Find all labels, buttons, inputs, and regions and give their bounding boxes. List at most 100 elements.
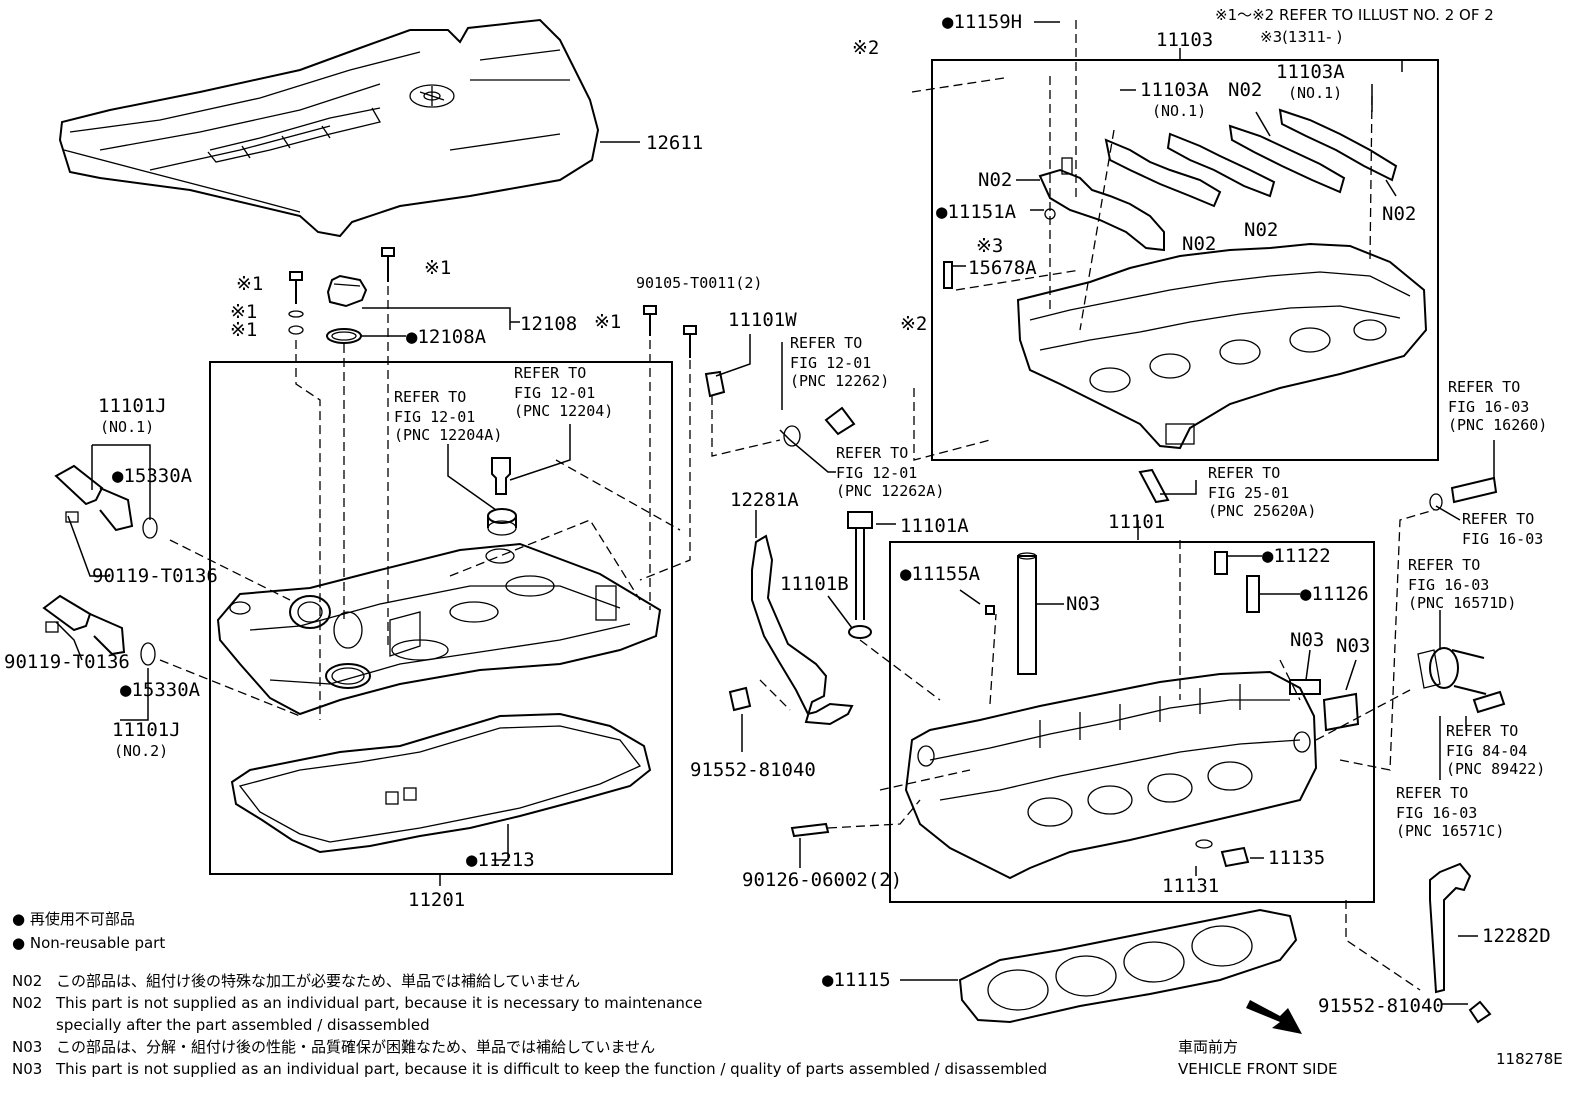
label-11135: 11135	[1268, 847, 1325, 869]
cylinder-head	[904, 670, 1318, 880]
label-n03-c: N03	[1336, 635, 1370, 657]
label-11103A-a: 11103A	[1140, 79, 1209, 101]
valve-cover	[216, 542, 662, 716]
mark-1d: ※1	[424, 257, 451, 279]
valve-cover-gasket	[230, 712, 652, 854]
ref-16260-l2: FIG 16-03	[1448, 398, 1529, 416]
label-11101J-2: 11101J	[112, 719, 181, 741]
ref-12262A-l1: REFER TO	[836, 444, 908, 462]
label-n02-a: N02	[1228, 79, 1262, 101]
label-11101A: 11101A	[900, 515, 969, 537]
engine-hanger-rear	[728, 534, 854, 726]
n03-code-en: N03	[12, 1060, 42, 1078]
ref-89422-l3: (PNC 89422)	[1446, 760, 1545, 778]
bolts-left	[288, 247, 697, 358]
label-11155A: ●11155A	[900, 563, 981, 585]
label-11159H: ●11159H	[942, 11, 1022, 33]
label-11103A-a-sub: (NO.1)	[1152, 102, 1206, 120]
label-n02-e: N02	[1244, 219, 1278, 241]
ref-12204A-l2: FIG 12-01	[394, 408, 475, 426]
valve-guides-and-stems	[985, 551, 1360, 868]
illustration-number: 118278E	[1496, 1050, 1563, 1068]
label-91552-2: 91552-81040	[1318, 995, 1444, 1017]
label-11101J-1: 11101J	[98, 395, 167, 417]
label-11103A-b: 11103A	[1276, 61, 1345, 83]
label-91552-1: 91552-81040	[690, 759, 816, 781]
label-11151A: ●11151A	[936, 201, 1017, 223]
camshaft-housing-box	[931, 59, 1439, 461]
ref-16-03-l2: FIG 16-03	[1462, 530, 1543, 548]
label-11101J-1-sub: (NO.1)	[100, 418, 154, 436]
n03-note-jp: この部品は、分解・組付け後の性能・品質確保が困難なため、単品では補給していません	[56, 1038, 655, 1056]
ref-89422-l2: FIG 84-04	[1446, 742, 1527, 760]
ref-16571D-l3: (PNC 16571D)	[1408, 594, 1516, 612]
mark-1a: ※1	[236, 273, 263, 295]
n03-code-jp: N03	[12, 1038, 42, 1056]
ref-25620A-l1: REFER TO	[1208, 464, 1280, 482]
labels: ※1～※2 REFER TO ILLUST NO. 2 OF 2 ※3(1311…	[4, 6, 1551, 1017]
n02-note-jp: この部品は、組付け後の特殊な加工が必要なため、単品では補給していません	[56, 972, 580, 990]
ref-16571C-l1: REFER TO	[1396, 784, 1468, 802]
label-15330A-1: ●15330A	[112, 465, 193, 487]
vehicle-front-arrow-icon	[1246, 1000, 1302, 1034]
label-15330A-2: ●15330A	[120, 679, 201, 701]
n02-note-en2: specially after the part assembled / dis…	[56, 1016, 430, 1034]
label-12281A: 12281A	[730, 489, 799, 511]
legend: ● 再使用不可部品 ● Non-reusable part N02 この部品は、…	[12, 910, 1047, 1078]
label-11103: 11103	[1156, 29, 1213, 51]
cylinder-head-box	[889, 541, 1375, 903]
label-12282D: 12282D	[1482, 925, 1551, 947]
label-11213: ●11213	[466, 849, 535, 871]
ref-89422-l1: REFER TO	[1446, 722, 1518, 740]
label-90105: 90105-T0011(2)	[636, 274, 762, 292]
ref-16260-l1: REFER TO	[1448, 378, 1520, 396]
label-90119-2: 90119-T0136	[4, 651, 130, 673]
ref-16571D-l2: FIG 16-03	[1408, 576, 1489, 594]
legend-jp: ● 再使用不可部品	[12, 910, 135, 928]
engine-hanger-front	[1429, 862, 1492, 1024]
label-n03-b: N03	[1290, 629, 1324, 651]
ref-12262-l1: REFER TO	[790, 334, 862, 352]
ref-12262A-l3: (PNC 12262A)	[836, 482, 944, 500]
oil-filler-cap	[326, 274, 368, 344]
mark-1b: ※1	[230, 301, 257, 323]
engine-cover	[58, 18, 600, 238]
misc-studs	[704, 370, 1506, 838]
head-bolt	[847, 511, 873, 639]
ref-12204A-l3: (PNC 12204A)	[394, 426, 502, 444]
legend-en: ● Non-reusable part	[12, 934, 165, 952]
n03-note-en: This part is not supplied as an individu…	[55, 1060, 1047, 1078]
label-11126: ●11126	[1300, 583, 1369, 605]
label-12108A: ●12108A	[406, 326, 487, 348]
ref-25620A-l2: FIG 25-01	[1208, 484, 1289, 502]
mark-2b: ※2	[900, 313, 927, 335]
ref-25620A-l3: (PNC 25620A)	[1208, 502, 1316, 520]
mark-3: ※3	[976, 235, 1003, 257]
leader-lines	[55, 21, 1495, 1005]
assembly-lines	[159, 20, 1435, 991]
mark-1e: ※1	[594, 311, 621, 333]
label-12611: 12611	[646, 132, 703, 154]
front-label-jp: 車両前方	[1178, 1038, 1238, 1056]
ref-12262-l2: FIG 12-01	[790, 354, 871, 372]
label-11101B: 11101B	[780, 573, 849, 595]
pcv-fittings	[487, 457, 517, 536]
label-90119-1: 90119-T0136	[92, 565, 218, 587]
n02-note-en1: This part is not supplied as an individu…	[55, 994, 702, 1012]
ref-16571D-l1: REFER TO	[1408, 556, 1480, 574]
ref-12262-l3: (PNC 12262)	[790, 372, 889, 390]
ref-12204-l3: (PNC 12204)	[514, 402, 613, 420]
ref-16571C-l3: (PNC 16571C)	[1396, 822, 1504, 840]
label-n02-d: N02	[1182, 233, 1216, 255]
n02-code-jp: N02	[12, 972, 42, 990]
label-15678A: 15678A	[968, 257, 1037, 279]
camshaft-housing	[943, 242, 1428, 450]
front-label-en: VEHICLE FRONT SIDE	[1178, 1060, 1338, 1078]
label-12108: 12108	[520, 313, 577, 335]
label-n02-b: N02	[978, 169, 1012, 191]
label-90126: 90126-06002(2)	[742, 869, 902, 891]
label-11103A-b-sub: (NO.1)	[1288, 84, 1342, 102]
label-n03-a: N03	[1066, 593, 1100, 615]
cylinder-head-gasket	[958, 908, 1298, 1024]
